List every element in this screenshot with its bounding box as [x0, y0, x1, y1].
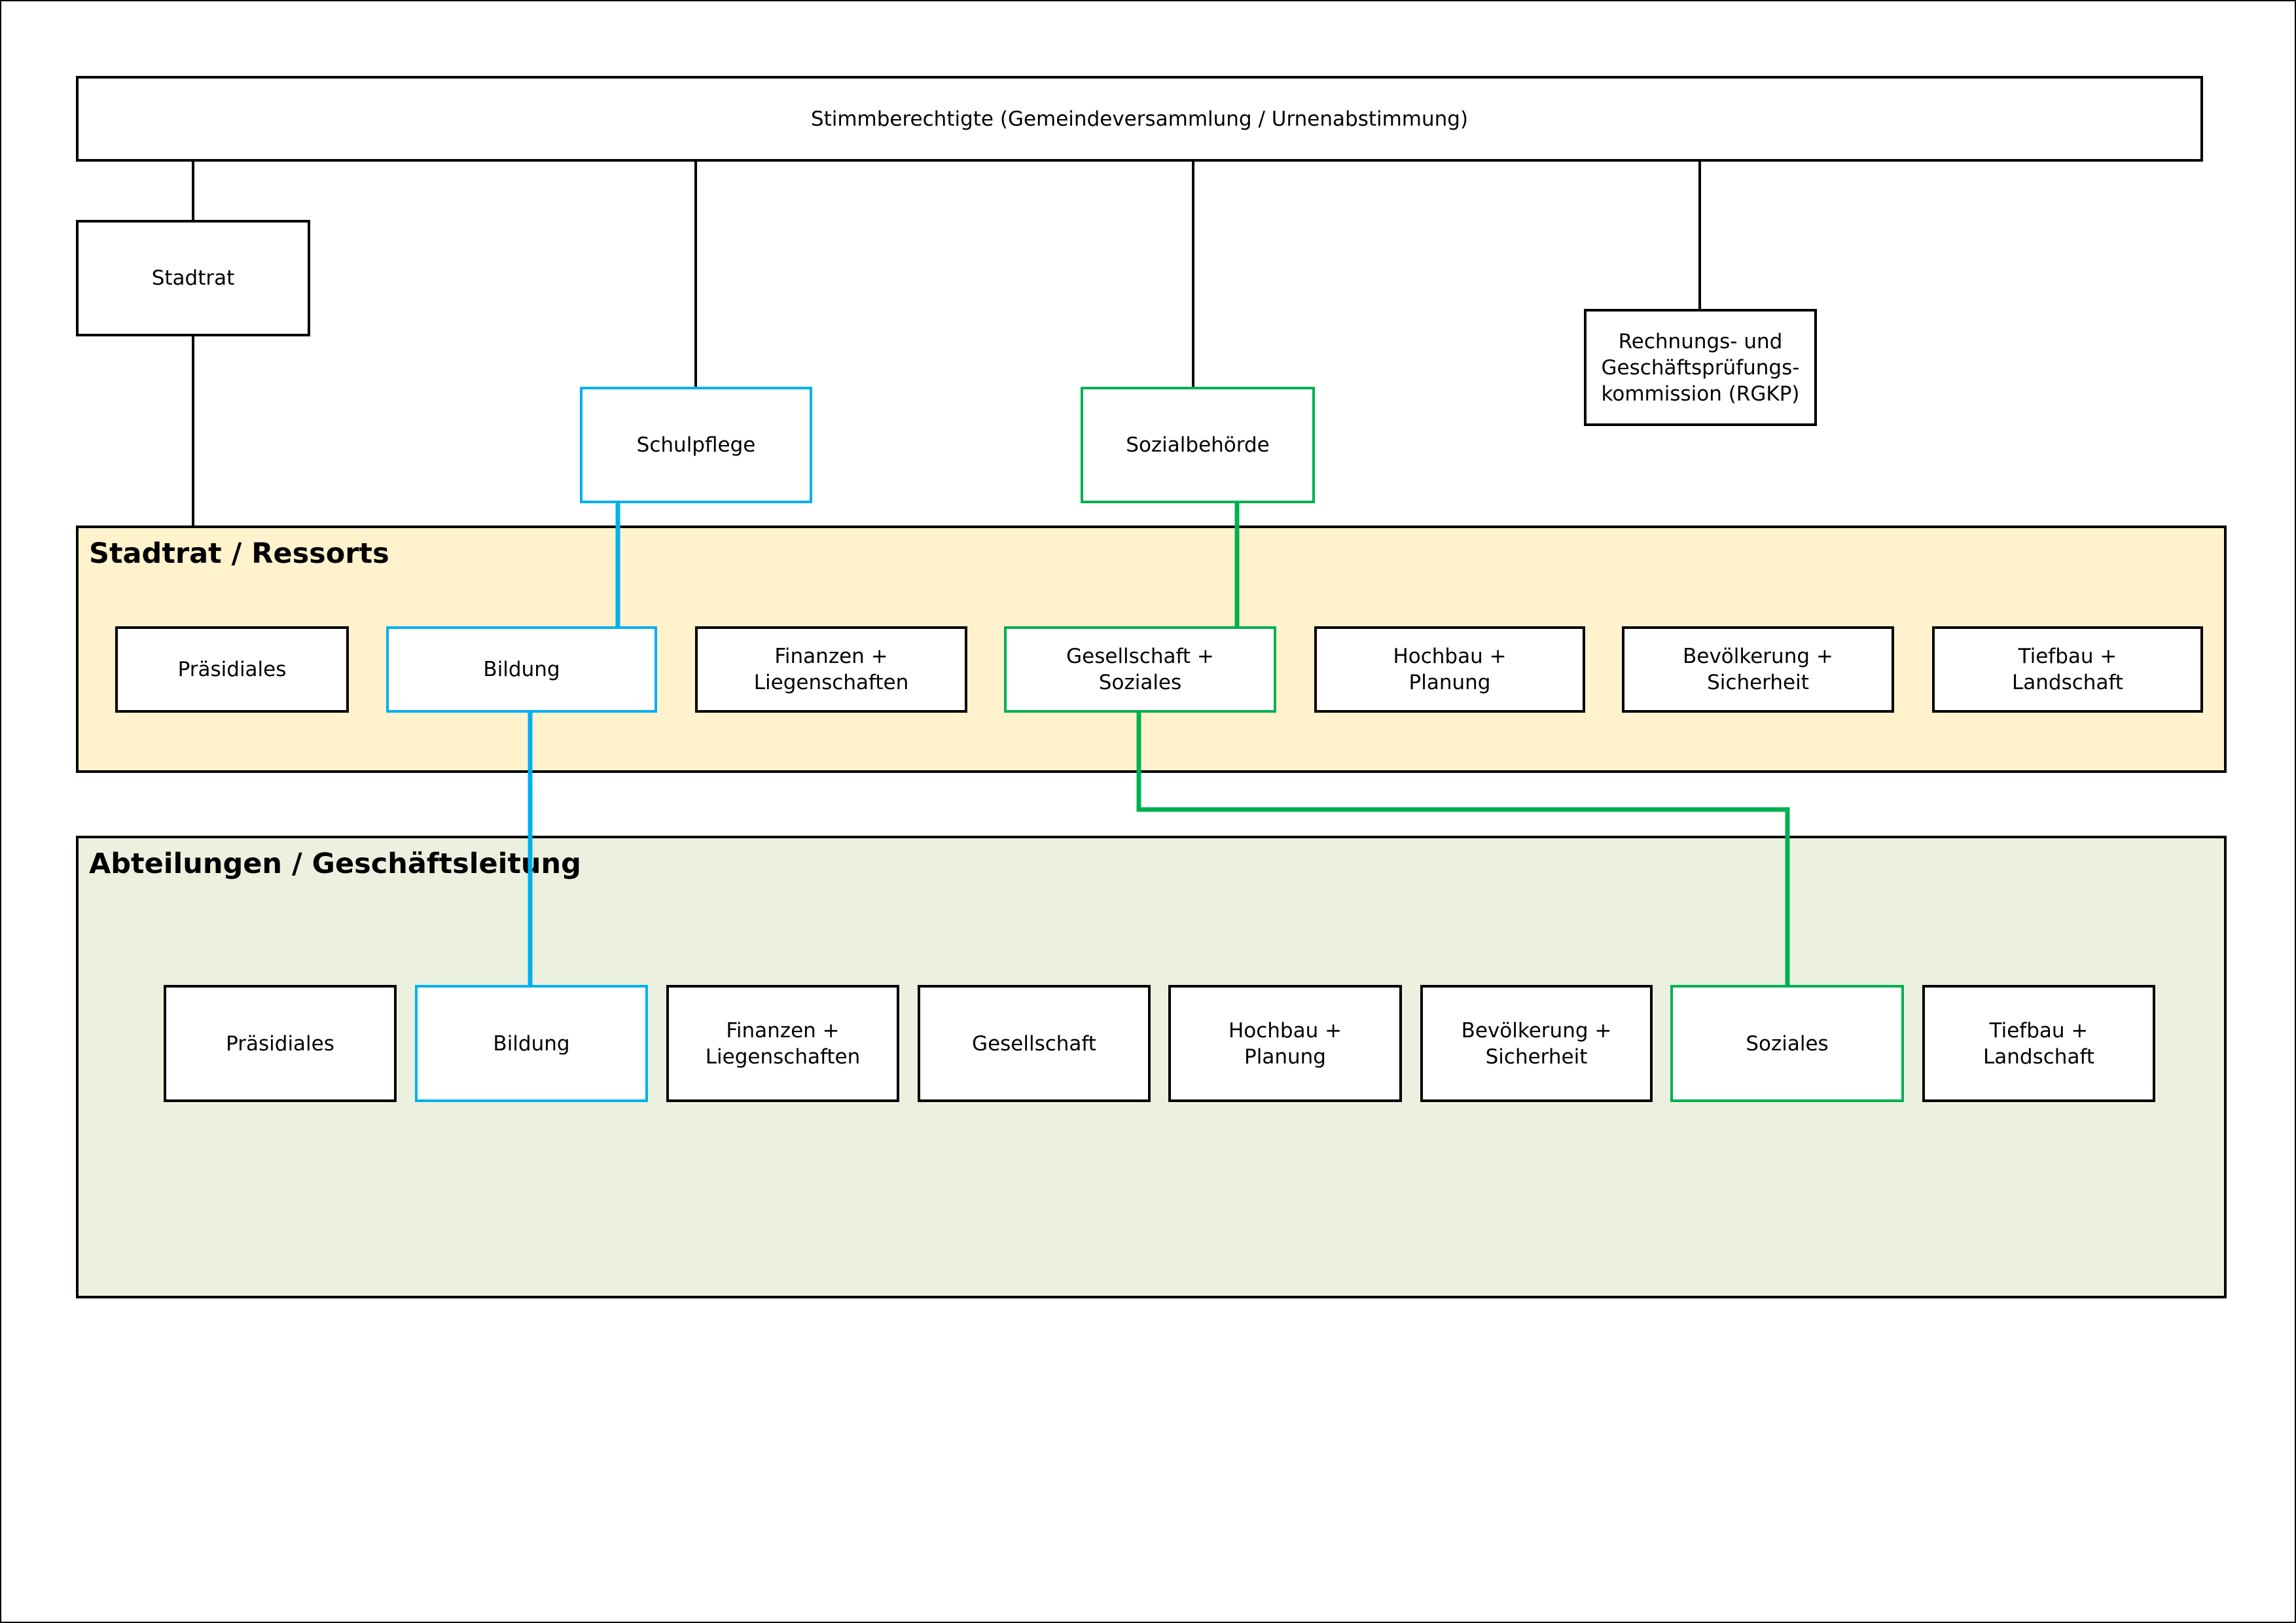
- abteilung-hochbau: Hochbau + Planung: [1168, 985, 1402, 1102]
- ressort-gesellschaft-soziales: Gesellschaft + Soziales: [1004, 626, 1276, 713]
- abteilung-gesellschaft: Gesellschaft: [918, 985, 1151, 1102]
- abteilungen-title: Abteilungen / Geschäftsleitung: [89, 847, 581, 880]
- line-ressort-soziales: [1136, 711, 1790, 985]
- abteilung-praesidiales: Präsidiales: [164, 985, 397, 1102]
- ressort-finanzen: Finanzen + Liegenschaften: [695, 626, 967, 713]
- abteilung-soziales: Soziales: [1670, 985, 1904, 1102]
- abteilung-bevoelkerung: Bevölkerung + Sicherheit: [1420, 985, 1653, 1102]
- stadtrat-box: Stadtrat: [76, 220, 310, 336]
- ressort-bildung: Bildung: [386, 626, 657, 713]
- ressort-tiefbau: Tiefbau + Landschaft: [1932, 626, 2203, 713]
- ressort-bevoelkerung: Bevölkerung + Sicherheit: [1622, 626, 1894, 713]
- ressorts-title: Stadtrat / Ressorts: [89, 537, 389, 570]
- ressort-praesidiales: Präsidiales: [115, 626, 349, 713]
- sozialbehoerde-box: Sozialbehörde: [1081, 387, 1315, 503]
- abteilung-finanzen: Finanzen + Liegenschaften: [666, 985, 899, 1102]
- stimmberechtigte-box: Stimmberechtigte (Gemeindeversammlung / …: [76, 76, 2203, 162]
- ressort-hochbau: Hochbau + Planung: [1314, 626, 1585, 713]
- rgkp-box: Rechnungs- und Geschäftsprüfungs- kommis…: [1584, 309, 1817, 426]
- schulpflege-box: Schulpflege: [580, 387, 812, 503]
- abteilung-bildung: Bildung: [415, 985, 648, 1102]
- abteilung-tiefbau: Tiefbau + Landschaft: [1922, 985, 2155, 1102]
